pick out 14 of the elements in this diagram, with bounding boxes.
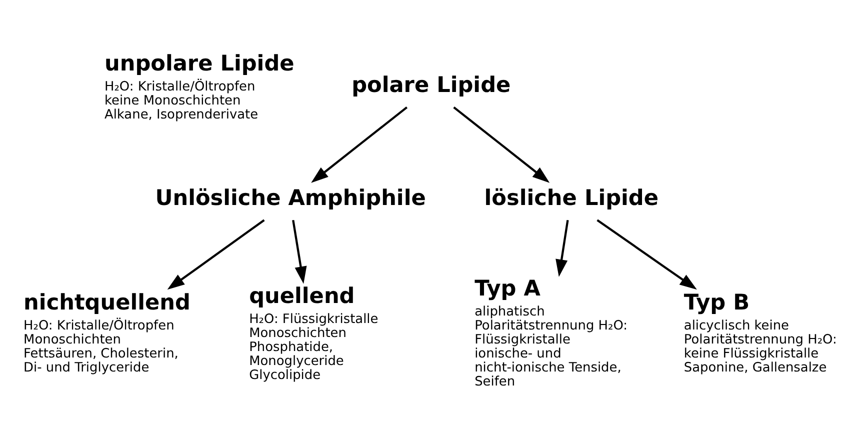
node-text: Typ B alicyclisch keine Polaritätstrennung H₂O: keine Flüssigkristalle Saponine, Gallensalze xyxy=(684,290,837,376)
arrow xyxy=(167,218,265,290)
node-text: polare Lipide xyxy=(352,72,511,98)
node-text: lösliche Lipide xyxy=(484,185,659,210)
arrow xyxy=(292,219,307,284)
node-text: Unlösliche Amphiphile xyxy=(155,185,426,210)
arrow xyxy=(596,218,697,290)
node-text: quellend H₂O: Flüssigkristalle Monoschichten Phosphatide, Monoglyceride Glycolipide xyxy=(249,283,378,383)
node-text: nichtquellend H₂O: Kristalle/Öltropfen Monoschichten Fettsäuren, Cholesterin, Di- und Triglyceride xyxy=(24,290,190,376)
arrow xyxy=(311,106,408,182)
arrow xyxy=(556,219,569,276)
arrow xyxy=(453,106,550,182)
node-text: unpolare Lipide H₂O: Kristalle/Öltropfen keine Monoschichten Alkane, Isoprenderivate xyxy=(104,50,294,122)
node-text: Typ A aliphatisch Polaritätstrennung H₂O: Flüssigkristalle ionische- und nicht-ionische Tenside, Seifen xyxy=(474,276,628,390)
